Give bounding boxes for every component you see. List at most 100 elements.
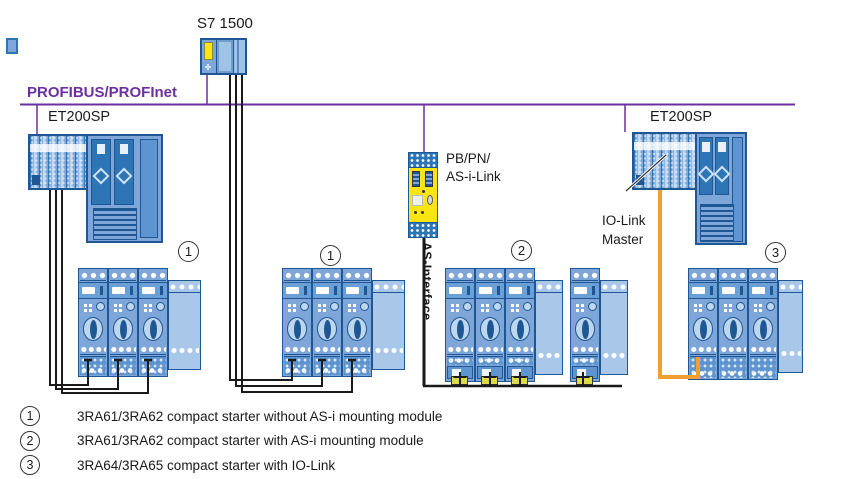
legend-text-2: 3RA61/3RA62 compact starter with AS-i mo… xyxy=(77,433,424,449)
status-led xyxy=(119,304,122,307)
mid-terminal-row xyxy=(80,344,106,355)
mid-terminal-row xyxy=(690,344,716,355)
compact-starter xyxy=(505,268,535,385)
io-module-row xyxy=(632,132,697,190)
io-module-row xyxy=(28,134,88,190)
toggle-slot xyxy=(82,287,95,294)
server-module xyxy=(732,137,743,242)
gateway-led xyxy=(421,211,424,214)
bottom-terminal-block xyxy=(477,356,503,365)
knob-lens xyxy=(457,320,464,339)
status-led xyxy=(318,304,321,307)
knob-lens xyxy=(120,320,127,339)
top-terminal-row xyxy=(750,270,776,281)
status-led xyxy=(694,304,697,307)
plc-module xyxy=(217,40,234,73)
top-terminal-row xyxy=(507,270,533,281)
knob-lens xyxy=(487,320,494,339)
status-led xyxy=(89,304,92,307)
status-led xyxy=(84,304,87,307)
status-led xyxy=(754,309,757,312)
reset-button xyxy=(766,302,775,311)
starter-group-2-asi xyxy=(445,268,628,385)
status-led xyxy=(516,309,519,312)
s7-1500-plc xyxy=(200,38,247,75)
compact-starter xyxy=(342,268,372,377)
breaker-toggle xyxy=(283,282,311,299)
vent-grille xyxy=(700,204,734,242)
compact-starter xyxy=(748,268,778,380)
starter-block xyxy=(78,268,201,377)
legend-row: 3 3RA64/3RA65 compact starter with IO-Li… xyxy=(20,453,442,478)
plc-side-modules xyxy=(234,40,245,73)
asi-connector xyxy=(451,376,468,385)
toggle-pin xyxy=(304,286,307,295)
bottom-terminal-block xyxy=(507,356,533,365)
reset-button xyxy=(156,302,165,311)
starter-group-1-middle xyxy=(282,268,405,377)
plc-cpu-module xyxy=(202,40,217,73)
gateway-terminal-cap-top xyxy=(409,153,437,168)
status-led xyxy=(149,304,152,307)
status-led xyxy=(114,304,117,307)
compact-starter xyxy=(718,268,748,380)
breaker-toggle xyxy=(139,282,167,299)
knob-lens xyxy=(582,320,589,339)
bottom-terminal-block xyxy=(447,356,473,365)
gateway-label-line2: AS-i-Link xyxy=(446,169,501,185)
compact-starter xyxy=(282,268,312,377)
legend-text-1: 3RA61/3RA62 compact starter without AS-i… xyxy=(77,408,443,424)
starter-expansion-module xyxy=(600,280,628,375)
gateway-led xyxy=(414,211,417,214)
plc-display xyxy=(204,42,213,60)
status-led xyxy=(759,309,762,312)
toggle-slot xyxy=(722,287,735,294)
vent-grille xyxy=(93,208,137,240)
compact-starter xyxy=(138,268,168,377)
pb-pn-asi-link-gateway xyxy=(408,152,438,238)
status-led xyxy=(144,304,147,307)
breaker-toggle xyxy=(749,282,777,299)
profibus-bus-label: PROFIBUS/PROFInet xyxy=(27,84,178,101)
io-link-label-line2: Master xyxy=(602,231,644,247)
status-led xyxy=(576,309,579,312)
status-led xyxy=(699,309,702,312)
status-led xyxy=(293,304,296,307)
rotary-switch-knob xyxy=(143,317,163,341)
interface-module-block xyxy=(695,132,747,245)
status-led xyxy=(729,304,732,307)
status-led xyxy=(84,309,87,312)
bottom-terminal-block xyxy=(314,356,340,375)
status-led xyxy=(144,309,147,312)
status-led xyxy=(323,309,326,312)
bottom-terminal-block xyxy=(110,356,136,375)
status-led xyxy=(353,309,356,312)
status-led xyxy=(516,304,519,307)
legend-text-3: 3RA64/3RA65 compact starter with IO-Link xyxy=(77,457,336,473)
toggle-slot xyxy=(449,287,462,294)
status-led xyxy=(481,309,484,312)
top-terminal-row xyxy=(572,270,598,281)
mid-terminal-row xyxy=(572,344,598,355)
bus-adapter xyxy=(32,175,40,185)
toggle-slot xyxy=(752,287,765,294)
rotary-switch-knob xyxy=(83,317,103,341)
mid-terminal-row xyxy=(720,344,746,355)
rotary-switch-knob xyxy=(510,317,530,341)
mid-terminal-row xyxy=(750,344,776,355)
bottom-terminal-block xyxy=(720,356,746,378)
knob-lens xyxy=(90,320,97,339)
status-led xyxy=(149,309,152,312)
top-terminal-row xyxy=(720,270,746,281)
bottom-terminal-block xyxy=(344,356,370,375)
breaker-toggle xyxy=(446,282,474,299)
knob-lens xyxy=(294,320,301,339)
knob-lens xyxy=(730,320,737,339)
compact-starter xyxy=(78,268,108,377)
starter-block xyxy=(282,268,405,377)
toggle-pin xyxy=(100,286,103,295)
toggle-slot xyxy=(479,287,492,294)
reset-button xyxy=(126,302,135,311)
toggle-slot xyxy=(286,287,299,294)
